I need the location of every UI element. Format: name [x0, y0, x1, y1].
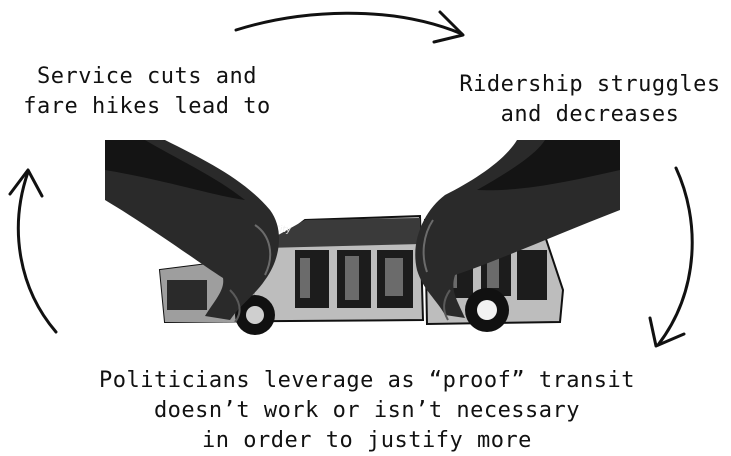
step-politicians-line1: Politicians leverage as “proof” transit [40, 366, 694, 396]
curved-arrow-right-icon [236, 12, 463, 42]
step-politicians-line2: doesn’t work or isn’t necessary [40, 396, 694, 426]
step-ridership-line2: and decreases [448, 100, 731, 130]
step-ridership: Ridership struggles and decreases [448, 70, 731, 130]
curved-arrow-down-icon [650, 168, 692, 346]
step-ridership-line1: Ridership struggles [448, 70, 731, 100]
step-service-cuts-line2: fare hikes lead to [4, 92, 290, 122]
step-service-cuts-line1: Service cuts and [4, 62, 290, 92]
bus-torn-by-hands-illustration: ter City [105, 140, 620, 340]
step-politicians-line3: in order to justify more [40, 426, 694, 456]
curved-arrow-up-icon [10, 170, 56, 332]
step-politicians: Politicians leverage as “proof” transit … [40, 366, 694, 456]
step-service-cuts: Service cuts and fare hikes lead to [4, 62, 290, 122]
